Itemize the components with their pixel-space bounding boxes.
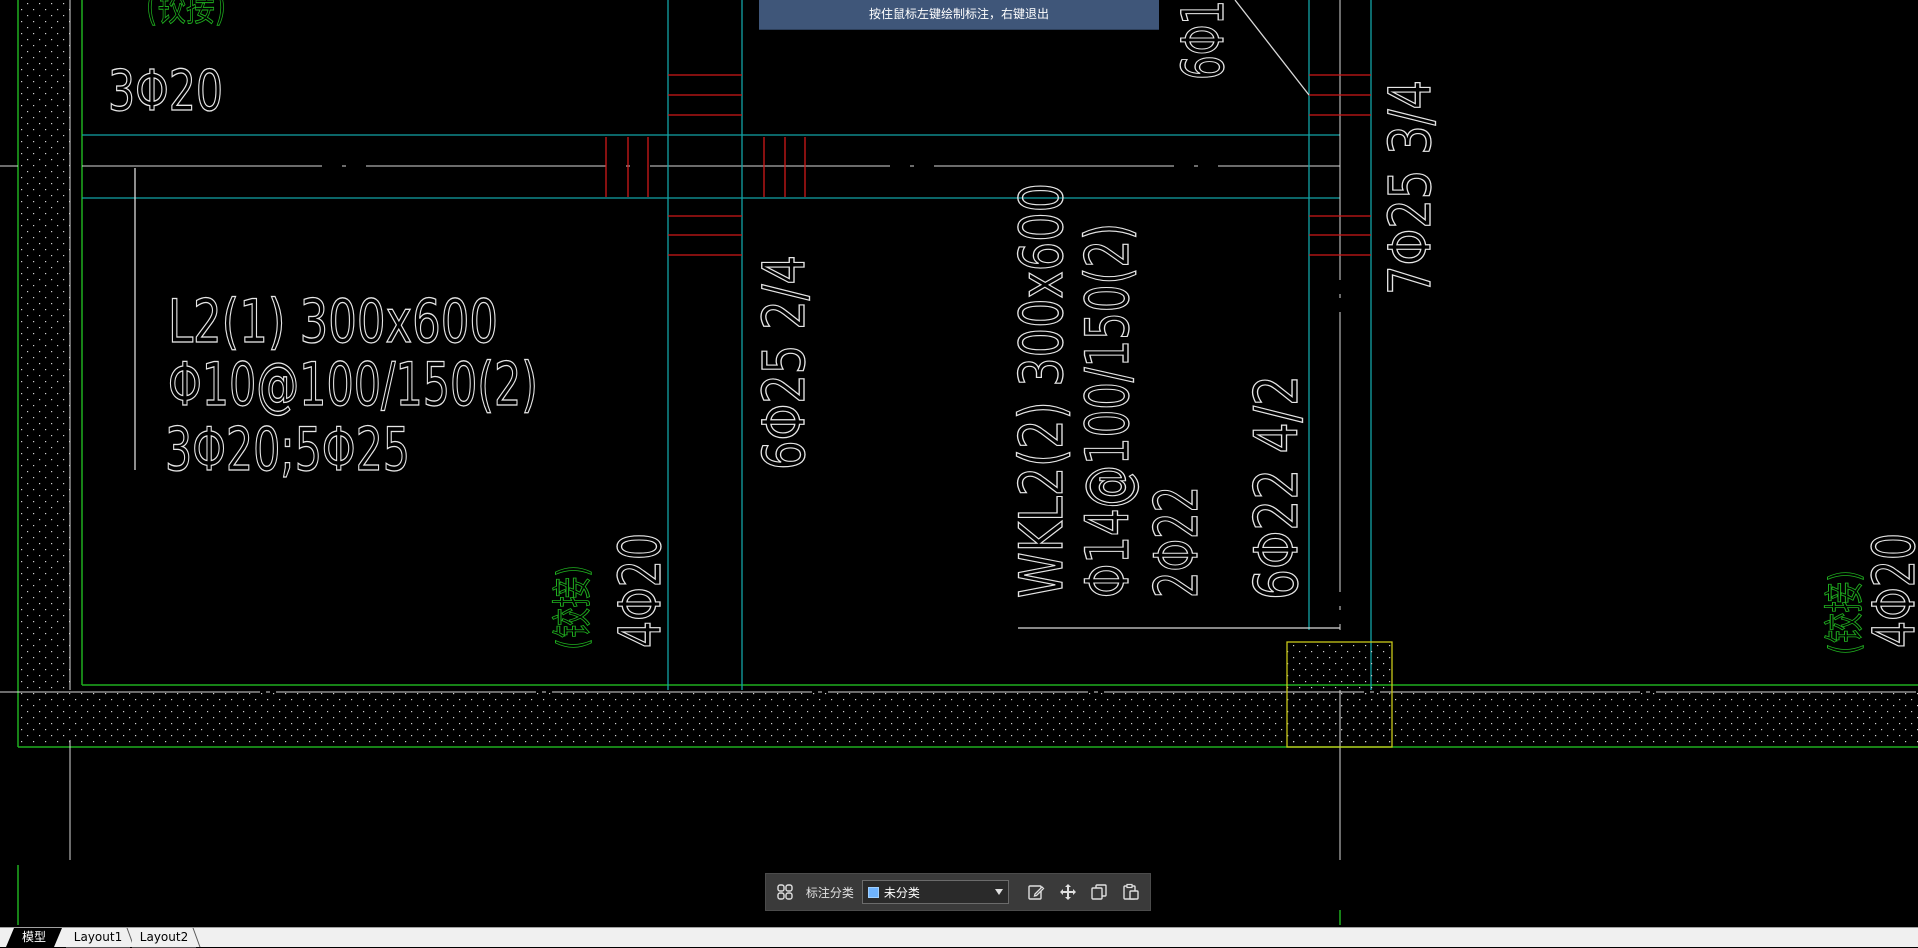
label-beam-l2-line1: L2(1) 300x600 <box>168 287 498 357</box>
label-hinge-right: (铰接) <box>1822 570 1868 655</box>
tab-model[interactable]: 模型 <box>6 928 62 947</box>
label-top-left-rebar: 3Φ20 <box>108 59 223 124</box>
copy-icon[interactable] <box>1086 879 1112 905</box>
label-wkl2-line4: 6Φ22 4/2 <box>1242 375 1312 600</box>
label-vertical-6phi25: 6Φ25 2/4 <box>750 255 818 470</box>
drawing-canvas[interactable]: 3Φ20 L2(1) 300x600 Φ10@100/150(2) 3Φ20;5… <box>0 0 1918 927</box>
vertical-beam-right <box>1018 0 1372 925</box>
label-wkl2-line1: WKL2(2) 300x600 <box>1007 183 1077 598</box>
vertical-beam-middle <box>605 0 806 690</box>
dimension-toolbar: 标注分类 未分类 <box>765 873 1151 911</box>
horizontal-beam <box>82 134 1340 470</box>
label-wkl2-line2: Φ14@100/150(2) <box>1073 223 1143 598</box>
label-right-edge-4phi20: 4Φ20 <box>1860 533 1918 648</box>
label-beam-l2-line3: 3Φ20;5Φ25 <box>165 415 410 485</box>
edit-icon[interactable] <box>1023 879 1049 905</box>
label-beam-l2-line2: Φ10@100/150(2) <box>168 350 538 420</box>
category-color-swatch <box>867 886 879 898</box>
label-hinge-left: (铰接) <box>550 565 596 650</box>
cad-viewport[interactable]: 3Φ20 L2(1) 300x600 Φ10@100/150(2) 3Φ20;5… <box>0 0 1918 927</box>
move-icon[interactable] <box>1055 879 1081 905</box>
tab-layout1[interactable]: Layout1 <box>66 928 130 948</box>
column-box <box>1286 641 1393 748</box>
hint-banner: 按住鼠标左键绘制标注，右键退出 <box>759 0 1159 30</box>
label-hinge-top: (铰接) <box>146 0 226 30</box>
label-top-partial-6phi: 6Φ1 <box>1169 0 1237 80</box>
grid-icon[interactable] <box>772 879 798 905</box>
category-select[interactable]: 未分类 <box>861 880 1009 904</box>
annotations: 3Φ20 L2(1) 300x600 Φ10@100/150(2) 3Φ20;5… <box>107 0 1918 656</box>
layout-tabs-bar: 模型 Layout1 Layout2 <box>0 927 1918 948</box>
bottom-wall <box>0 684 1918 925</box>
left-wall <box>0 0 83 747</box>
category-value: 未分类 <box>883 885 920 900</box>
label-right-7phi25: 7Φ25 3/4 <box>1376 80 1444 295</box>
chevron-down-icon <box>994 889 1003 895</box>
tab-layout2[interactable]: Layout2 <box>132 928 196 948</box>
paste-icon[interactable] <box>1118 879 1144 905</box>
label-vertical-4phi20: 4Φ20 <box>606 533 674 648</box>
label-wkl2-line3: 2Φ22 <box>1142 486 1212 598</box>
hint-text: 按住鼠标左键绘制标注，右键退出 <box>868 7 1049 21</box>
category-label: 标注分类 <box>805 885 854 900</box>
